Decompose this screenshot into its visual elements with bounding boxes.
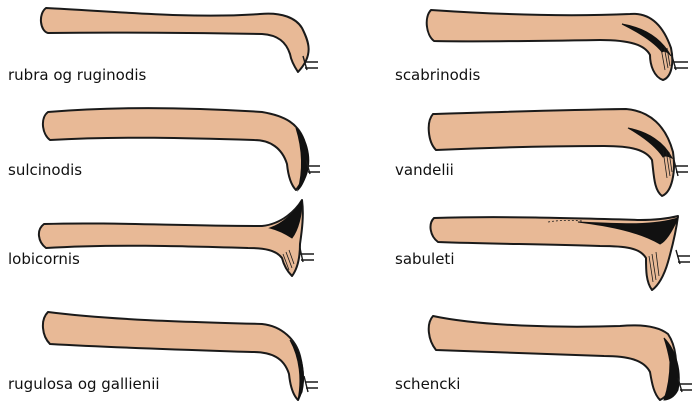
scape-drawing-sulcinodis — [43, 108, 320, 190]
scape-drawing-schencki — [429, 316, 692, 400]
scape-label-rugulosa: rugulosa og gallienii — [8, 375, 160, 393]
scape-label-schencki: schencki — [395, 375, 460, 393]
scape-label-rubra: rubra og ruginodis — [8, 66, 146, 84]
scape-drawing-sabuleti — [431, 216, 690, 290]
scape-drawing-rubra — [41, 8, 318, 72]
scape-label-scabrinodis: scabrinodis — [395, 66, 480, 84]
scape-drawing-vandelii — [429, 109, 688, 196]
scape-label-sabuleti: sabuleti — [395, 250, 454, 268]
scape-label-vandelii: vandelii — [395, 161, 454, 179]
scape-label-lobicornis: lobicornis — [8, 250, 80, 268]
scape-label-sulcinodis: sulcinodis — [8, 161, 82, 179]
scape-drawing-lobicornis — [39, 200, 314, 276]
